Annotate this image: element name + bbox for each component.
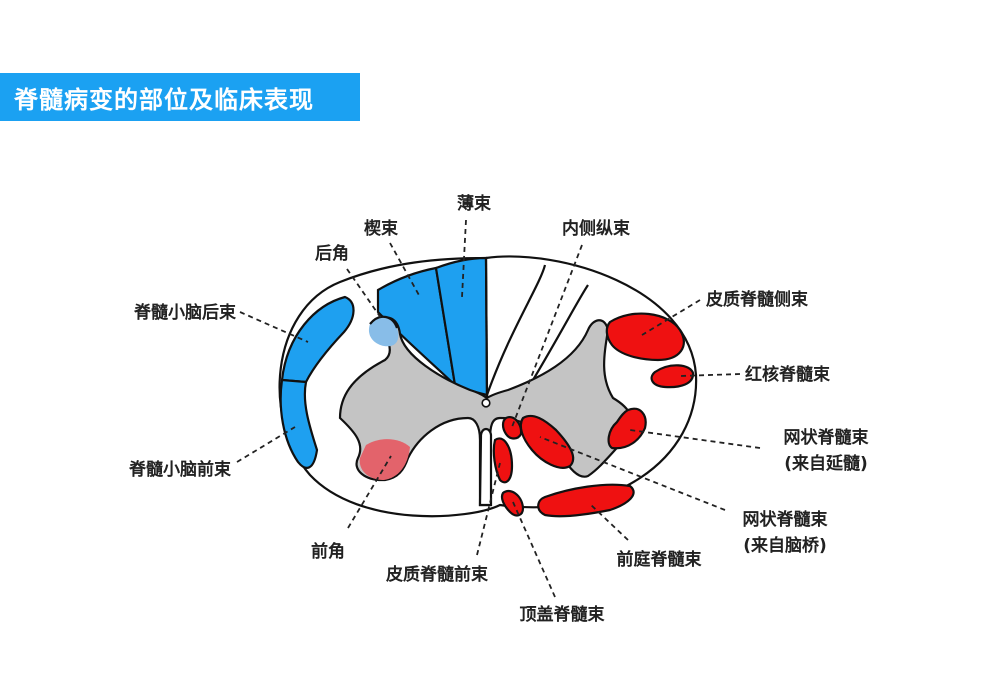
label-rubrospinal-tract: 红核脊髓束 <box>745 364 830 385</box>
label-anterior-spinocerebellar-tract: 脊髓小脑前束 <box>128 459 231 480</box>
anterior-corticospinal-tract <box>492 437 514 484</box>
label-posterior-spinocerebellar-tract: 脊髓小脑后束 <box>133 302 236 323</box>
posterior-horn-lesion <box>368 316 399 347</box>
label-reticulospinal-pons-line1: 网状脊髓束 <box>743 509 828 530</box>
tectospinal-tract <box>500 489 525 517</box>
medial-longitudinal-fasciculus <box>501 416 523 440</box>
posterior-spinocerebellar-tract <box>280 295 355 384</box>
vestibulospinal-tract <box>537 483 635 518</box>
label-fasciculus-cuneatus: 楔束 <box>364 218 398 239</box>
label-reticulospinal-pons-line2: (来自脑桥) <box>743 535 827 556</box>
lateral-corticospinal-tract <box>605 312 685 362</box>
grey-matter <box>338 316 633 507</box>
label-anterior-horn: 前角 <box>311 541 345 562</box>
anterior-horn-lesion <box>359 439 410 480</box>
central-canal <box>481 398 491 408</box>
label-tectospinal-tract: 顶盖脊髓束 <box>520 604 605 625</box>
right-dorsal-column-line <box>485 264 547 396</box>
label-medial-longitudinal-fasciculus: 内侧纵束 <box>562 218 630 239</box>
anterior-spinocerebellar-tract <box>279 378 319 469</box>
posterior-median-septum <box>484 257 489 399</box>
posterior-horn-tip-outline <box>369 315 399 329</box>
label-reticulospinal-medulla-line2: (来自延髓) <box>784 453 868 474</box>
label-fasciculus-gracilis: 薄束 <box>457 193 491 214</box>
label-reticulospinal-medulla-line1: 网状脊髓束 <box>784 427 869 448</box>
leader-lines <box>236 219 761 598</box>
rubrospinal-tract <box>650 364 695 389</box>
reticulospinal-tract-medulla <box>607 407 647 450</box>
label-lateral-corticospinal-tract: 皮质脊髓侧束 <box>706 289 808 310</box>
label-anterior-corticospinal-tract: 皮质脊髓前束 <box>386 564 488 585</box>
title-bar: 脊髓病变的部位及临床表现 <box>0 73 360 121</box>
label-posterior-horn: 后角 <box>315 243 349 264</box>
label-vestibulospinal-tract: 前庭脊髓束 <box>617 549 702 570</box>
right-dorsal-column-line <box>529 284 589 386</box>
anterior-median-fissure <box>478 427 493 507</box>
reticulospinal-tract-pons <box>519 414 575 469</box>
